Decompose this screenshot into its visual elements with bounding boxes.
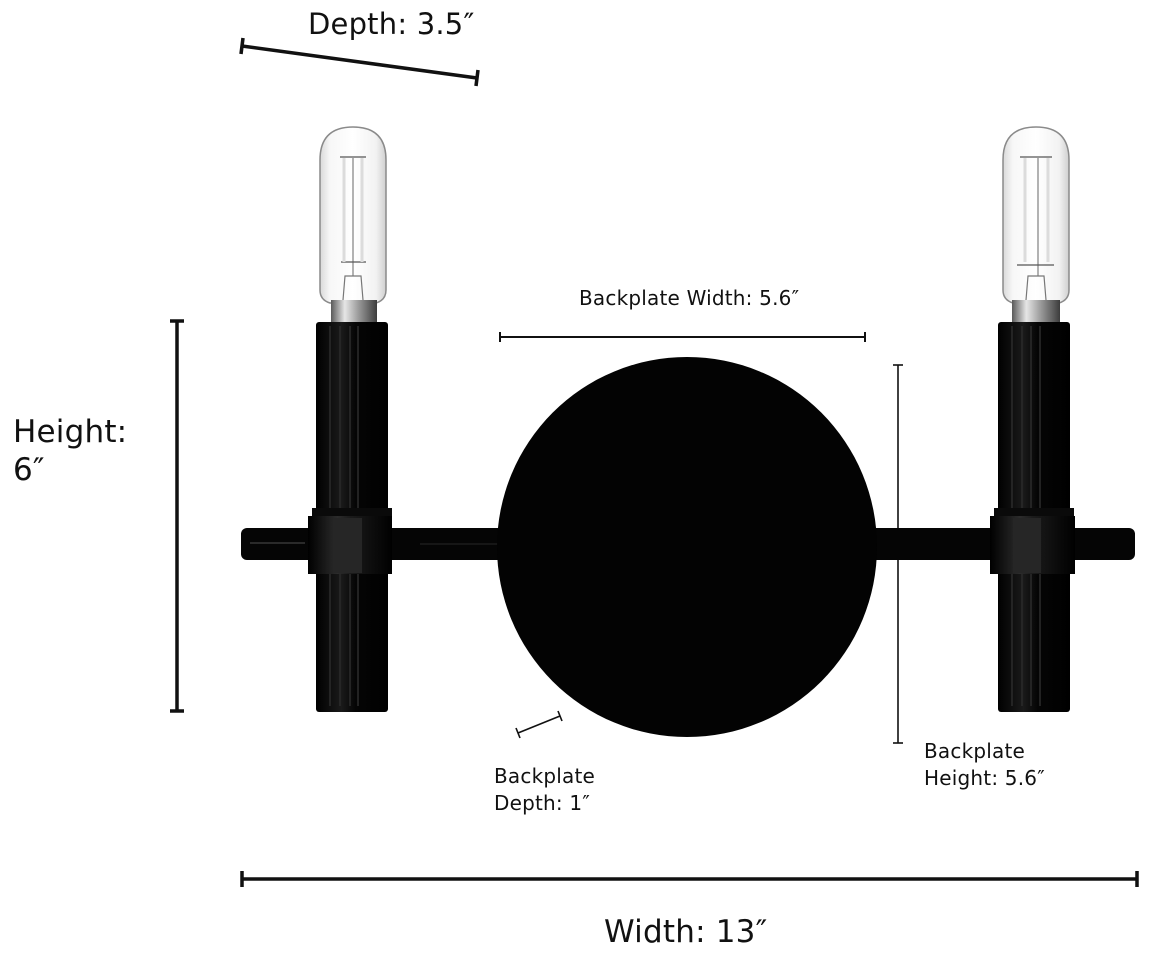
width-dimension-line bbox=[240, 871, 1139, 887]
backplate-depth-label-value: Depth: 1″ bbox=[494, 791, 591, 815]
height-dimension-line bbox=[170, 319, 184, 713]
backplate bbox=[497, 357, 877, 737]
backplate-depth-label-line1: Backplate bbox=[494, 764, 596, 788]
depth-label: Depth: 3.5″ bbox=[308, 7, 475, 41]
left-bulb bbox=[319, 126, 387, 322]
left-light-assembly bbox=[308, 126, 392, 712]
right-light-assembly bbox=[990, 126, 1075, 712]
backplate-depth-dimension-line bbox=[515, 710, 563, 739]
height-label-value: 6″ bbox=[13, 452, 45, 488]
backplate-height-label-line1: Backplate bbox=[924, 739, 1026, 763]
width-label: Width: 13″ bbox=[604, 914, 768, 950]
height-label-line1: Height: bbox=[13, 414, 128, 450]
depth-dimension-line bbox=[239, 37, 480, 87]
right-bulb bbox=[1002, 126, 1070, 322]
backplate-width-label: Backplate Width: 5.6″ bbox=[579, 286, 800, 310]
backplate-width-dimension-line bbox=[499, 332, 866, 342]
backplate-height-label-value: Height: 5.6″ bbox=[924, 766, 1045, 790]
